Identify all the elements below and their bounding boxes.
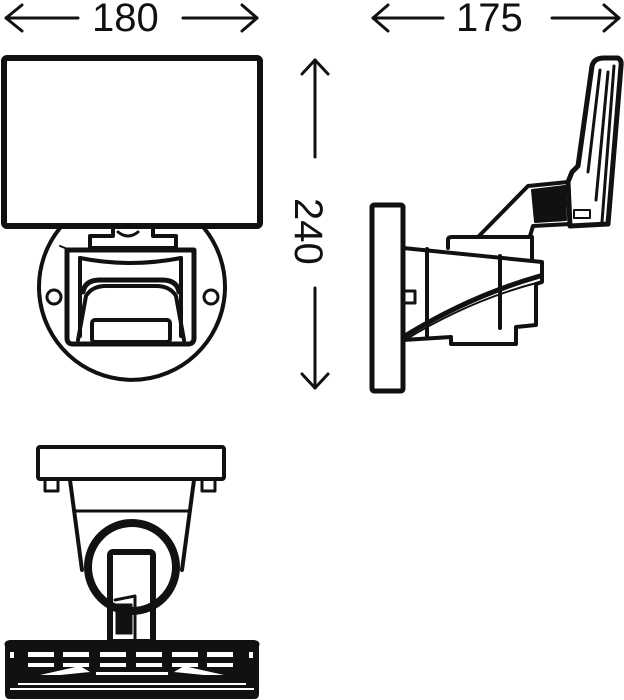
depth-dimension-arrow	[371, 3, 621, 33]
height-dimension-arrow	[300, 58, 330, 390]
height-dimension-label: 240	[286, 198, 330, 265]
wall-plate-top	[36, 445, 226, 481]
screw-hole-left	[45, 288, 63, 306]
width-dimension-arrow	[4, 3, 259, 33]
lamp-head-front	[1, 55, 263, 229]
front-view	[1, 55, 263, 382]
top-view	[4, 445, 260, 699]
side-view	[369, 55, 624, 394]
wall-plate-side	[369, 202, 406, 394]
screw-hole-right	[202, 288, 220, 306]
depth-dimension-label: 175	[456, 0, 523, 40]
width-dimension-label: 180	[92, 0, 159, 40]
